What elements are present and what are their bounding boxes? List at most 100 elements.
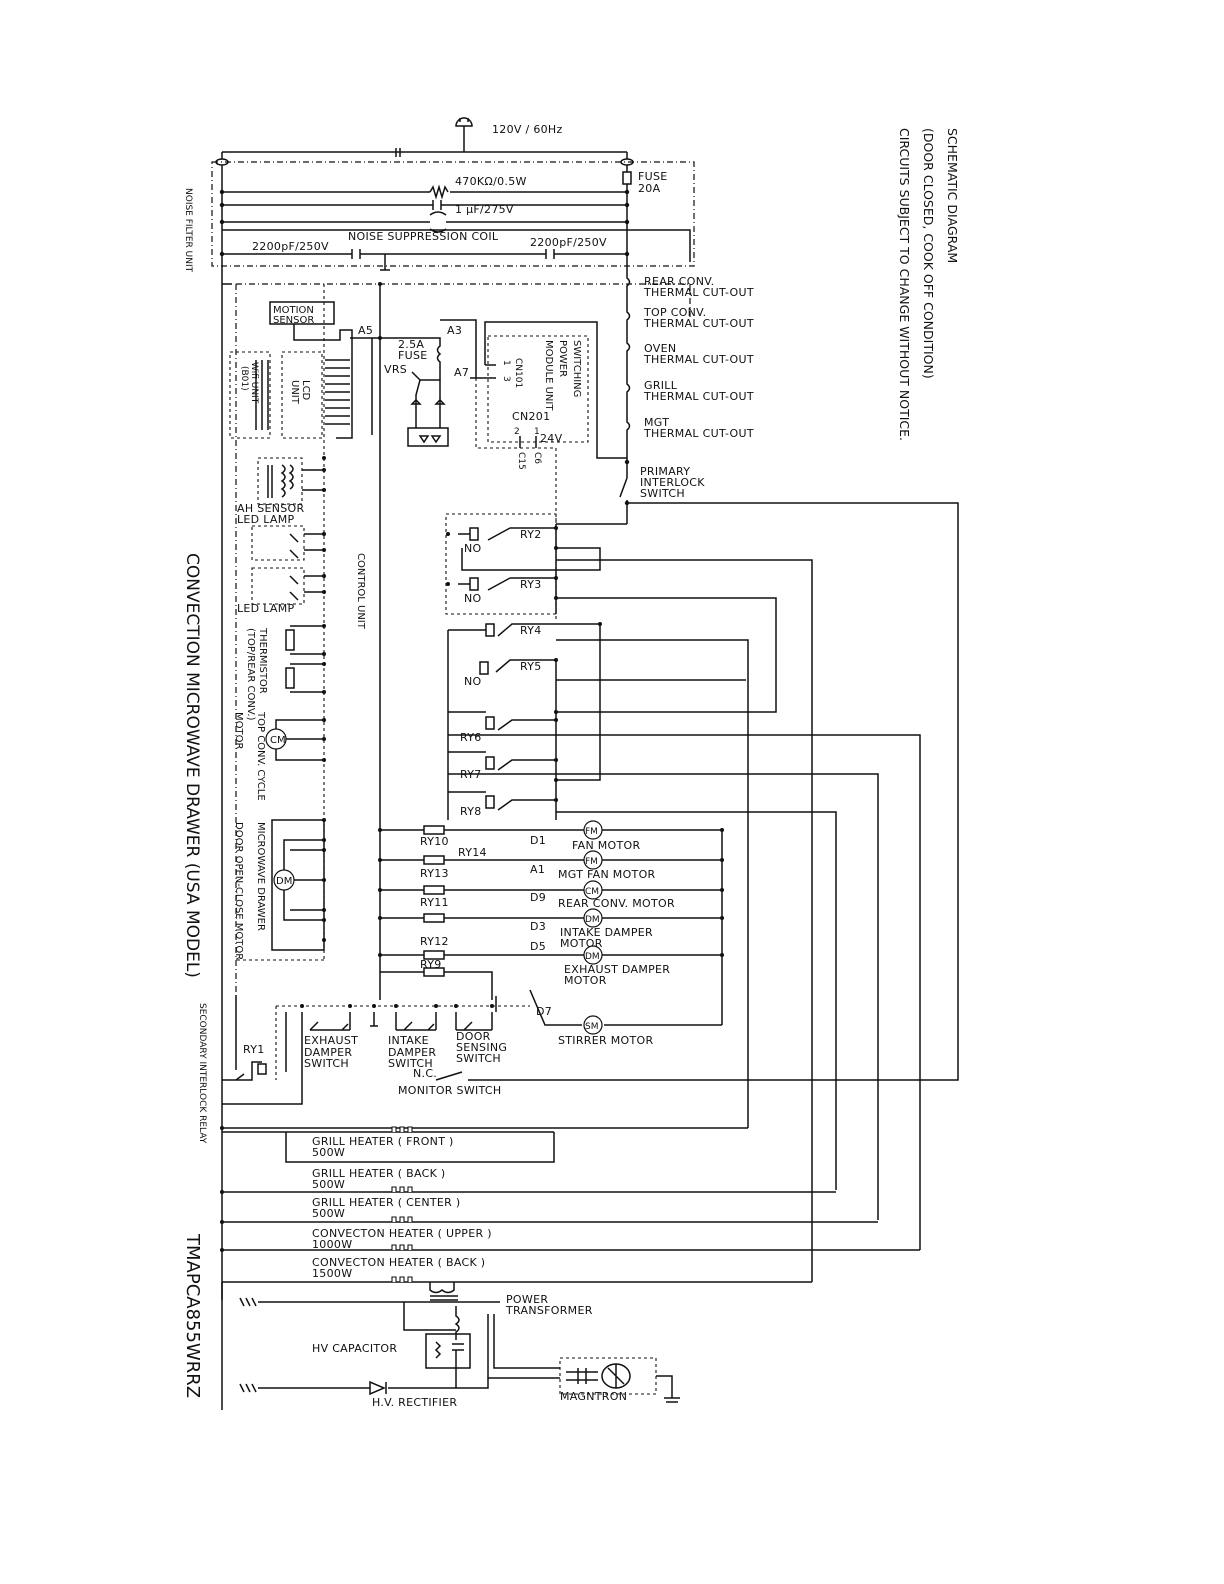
exhaust-switch-l3: SWITCH [304, 1057, 349, 1070]
top-motor-l1: TOP CONV. CYCLE [255, 711, 266, 801]
power-supply-section: 120V / 60Hz 470KΩ/0.5W 1 μF/275V NOISE S… [211, 117, 695, 1410]
hv-section: POWER TRANSFORMER HV CAPACITOR H.V. RECT… [221, 1282, 680, 1409]
relay-bank: RY2 NO RY3 NO RY4 RY5 NO RY6 RY7 RY8 [445, 513, 921, 1282]
mgt-fan-motor-code: A1 [530, 863, 545, 876]
fuse-rating: 20A [638, 182, 661, 195]
door-motor-symbol: DM [276, 876, 292, 887]
resistor-label: 470KΩ/0.5W [455, 175, 527, 188]
fan-motor-icon [583, 820, 603, 840]
fan-motor-code: D1 [530, 834, 546, 847]
thermistor-icon-1 [285, 629, 295, 651]
top-conv-motor-symbol: CM [270, 735, 286, 746]
thermistor-icon-2 [285, 667, 295, 689]
primary-switch-l2: INTERLOCK [640, 476, 705, 489]
terminal-a3: A3 [447, 324, 462, 337]
fan-motor-symbol: FM [585, 827, 598, 837]
wifi-unit-l1: Wifi UNIT [249, 362, 259, 404]
intake-damper-motor-icon [583, 908, 603, 928]
mgt-fan-motor-symbol: FM [585, 857, 598, 867]
primary-switch-l3: SWITCH [640, 487, 685, 500]
psu-l1: SWITCHING [571, 340, 582, 397]
model-number: TMAPCA855WRRZ [182, 1233, 203, 1398]
thermistor-l1: THERMISTOR [257, 627, 268, 694]
intake-switch-l3: SWITCH [388, 1057, 433, 1070]
fuse-icon [622, 171, 632, 185]
relay-ry7: RY7 [460, 768, 482, 781]
relay-ry6: RY6 [460, 731, 482, 744]
thermal-top-l2: THERMAL CUT-OUT [643, 317, 754, 330]
mgt-fan-motor-name: MGT FAN MOTOR [558, 868, 656, 881]
fuse-label: FUSE [638, 170, 668, 183]
thermal-oven-l2: THERMAL CUT-OUT [643, 353, 754, 366]
cn101-pin3: 3 [501, 376, 511, 382]
heater-grill-center-name: GRILL HEATER ( CENTER ) [312, 1196, 461, 1209]
triac-box [407, 427, 449, 447]
thermal-grill-l2: THERMAL CUT-OUT [643, 390, 754, 403]
motion-sensor-l1: MOTION [273, 305, 314, 316]
door-motor-l2: DOOR OPEN-CLOSE MOTOR [233, 822, 244, 960]
intake-damper-motor-symbol: DM [585, 915, 600, 925]
supply-24v: 24V [540, 432, 563, 445]
exhaust-damper-motor-symbol: DM [585, 952, 600, 962]
ah-sensor-label: AH SENSOR [237, 502, 304, 515]
cn201-pin1: 1 [534, 427, 540, 437]
led-lamp-label-2: LED LAMP [237, 602, 295, 615]
heaters: GRILL HEATER ( FRONT ) 500W GRILL HEATER… [220, 1126, 920, 1283]
noise-filter-label: NOISE FILTER UNIT [183, 188, 193, 273]
lcd-unit-box [281, 351, 323, 439]
hv-capacitor-label: HV CAPACITOR [312, 1342, 397, 1355]
door-switch-l3: SWITCH [456, 1052, 501, 1065]
cn201-label: CN201 [512, 410, 550, 423]
control-unit: MOTION SENSOR Wifi UNIT (B01) LCD UNIT A… [222, 282, 691, 1000]
relay-no-c: NO [464, 675, 482, 688]
heater-grill-back-watts: 500W [312, 1178, 345, 1191]
heater-grill-center-watts: 500W [312, 1207, 345, 1220]
relay-ry14: RY14 [458, 846, 487, 859]
cn101-label: CN101 [513, 358, 523, 388]
relay-ry4: RY4 [520, 624, 542, 637]
thermal-oven-l1: OVEN [644, 342, 676, 355]
motion-sensor-l2: SENSOR [273, 315, 314, 326]
relay-ry3: RY3 [520, 578, 542, 591]
monitor-switch-label: MONITOR SWITCH [398, 1084, 501, 1097]
intake-damper-motor-code: D3 [530, 920, 546, 933]
door-switch-l2: SENSING [456, 1041, 507, 1054]
ah-sensor-box [257, 457, 303, 505]
thermal-rear-l1: REAR CONV. [644, 275, 714, 288]
wifi-unit-box [229, 351, 271, 439]
heater-conv-back-name: CONVECTON HEATER ( BACK ) [312, 1256, 485, 1269]
relay-bank-box [445, 513, 557, 615]
led-lamp-label-1: LED LAMP [237, 513, 295, 526]
led-lamp-box-1 [251, 525, 305, 561]
rear-conv-motor-icon [583, 880, 603, 900]
relay-ry8: RY8 [460, 805, 482, 818]
intake-switch-l2: DAMPER [388, 1046, 436, 1059]
heater-conv-upper-name: CONVECTON HEATER ( UPPER ) [312, 1227, 492, 1240]
monitor-switch-nc: N.C. [413, 1067, 437, 1080]
magnetron-label: MAGNTRON [560, 1390, 627, 1403]
cap-c15: C15 [516, 452, 526, 470]
cap-left-label: 2200pF/250V [252, 240, 329, 253]
stirrer-motor-icon [583, 1015, 603, 1035]
stirrer-motor-symbol: SM [585, 1022, 598, 1032]
rear-conv-motor-name: REAR CONV. MOTOR [558, 897, 675, 910]
capacitor-label: 1 μF/275V [455, 203, 514, 216]
product-title: CONVECTION MICROWAVE DRAWER (USA MODEL) [182, 553, 202, 978]
stirrer-motor-name: STIRRER MOTOR [558, 1034, 653, 1047]
cap-right-label: 2200pF/250V [530, 236, 607, 249]
relay-ry5: RY5 [520, 660, 542, 673]
lcd-unit-l1: LCD [300, 380, 311, 401]
terminal-vrs: VRS [384, 363, 407, 376]
supply-voltage: 120V / 60Hz [492, 123, 563, 136]
relay-ry9: RY9 [420, 958, 442, 971]
relay-no-a: NO [464, 542, 482, 555]
intake-switch-l1: INTAKE [388, 1034, 429, 1047]
transformer-l2: TRANSFORMER [505, 1304, 593, 1317]
cn101-pin1: 1 [501, 360, 511, 366]
door-switch-l1: DOOR [456, 1030, 491, 1043]
heater-conv-back-watts: 1500W [312, 1267, 352, 1280]
relay-ry12: RY12 [420, 935, 449, 948]
diagram-title: SCHEMATIC DIAGRAM [945, 128, 960, 263]
top-motor-l2: MOTOR [233, 712, 244, 749]
